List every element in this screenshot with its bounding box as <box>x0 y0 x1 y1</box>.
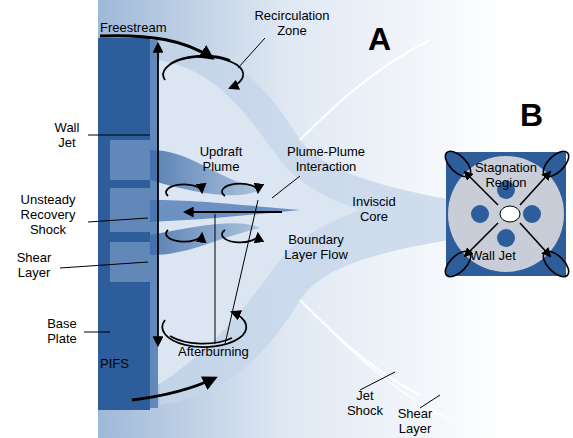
flow-label: Inviscid Core <box>344 194 404 224</box>
flow-label: PIFS <box>100 356 140 371</box>
flow-label: Jet Shock <box>340 388 390 418</box>
flow-label: Plume-Plume Interaction <box>280 144 372 174</box>
flow-label: Freestream <box>100 20 190 35</box>
base-plate <box>98 38 150 410</box>
part-label: Base Plate <box>40 316 84 346</box>
region-label: Stagnation Region <box>466 160 546 190</box>
flow-label: Unsteady Recovery Shock <box>6 192 90 237</box>
panel-b-plate <box>446 152 566 276</box>
zone-label: Recirculation Zone <box>246 8 338 38</box>
flow-label: Wall Jet <box>46 120 88 150</box>
region-label: Wall Jet <box>470 248 542 263</box>
flow-label: Updraft Plume <box>190 144 252 174</box>
panel-letter: B <box>520 98 560 132</box>
flow-label: Shear Layer <box>8 250 60 280</box>
flow-label: Afterburning <box>178 344 268 359</box>
panel-letter: A <box>368 22 408 56</box>
flow-label: Shear Layer <box>388 406 442 436</box>
flow-label: Boundary Layer Flow <box>278 232 354 262</box>
